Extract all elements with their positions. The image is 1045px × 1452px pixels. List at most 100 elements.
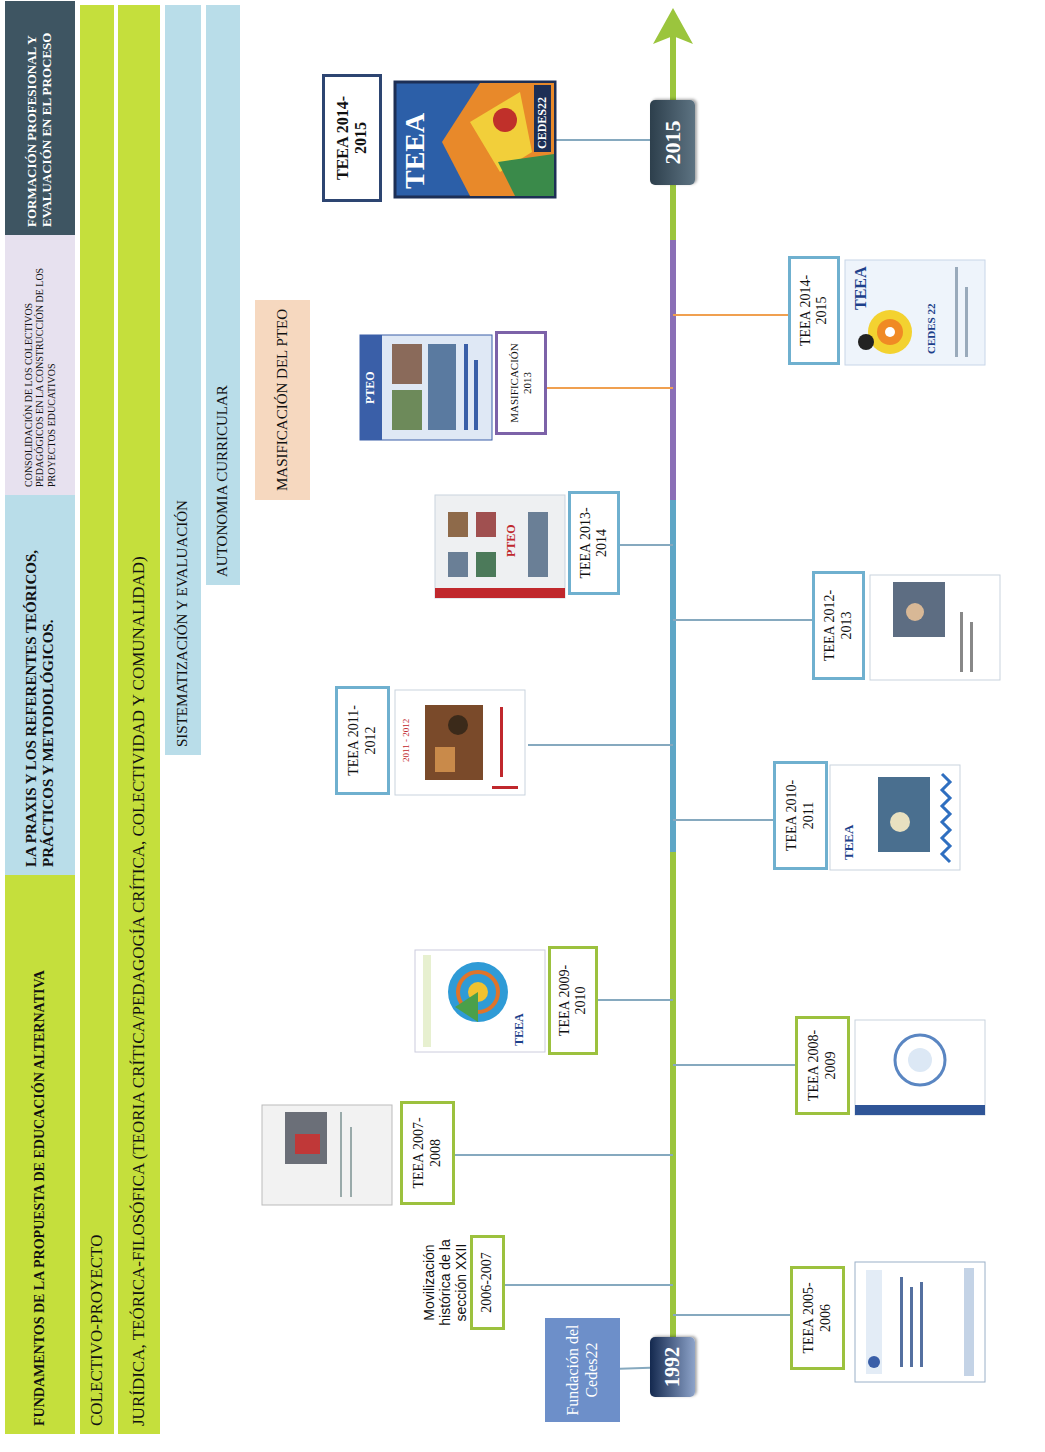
section-band: LA PRAXIS Y LOS REFERENTES TEÓRICOS, PRÁ… xyxy=(5,491,75,875)
cover-detail xyxy=(392,390,422,430)
cover-detail xyxy=(425,705,483,780)
cover-detail xyxy=(455,992,478,1022)
cover-detail xyxy=(895,1035,945,1085)
cover-detail xyxy=(920,1282,923,1367)
box-text: TEEA 2014-2015 xyxy=(798,264,830,357)
box-text: LA PRAXIS Y LOS REFERENTES TEÓRICOS, PRÁ… xyxy=(23,499,58,867)
leader-line xyxy=(673,1314,790,1316)
workshop-box: TEEA 2014-2015 xyxy=(788,256,840,365)
cover-detail xyxy=(360,335,382,440)
timeline-segment xyxy=(670,852,676,1365)
cover-detail xyxy=(448,962,508,1022)
cover-detail xyxy=(877,319,903,345)
cover-detail xyxy=(285,1112,327,1164)
box-text: 1992 xyxy=(661,1347,684,1387)
cover-detail xyxy=(855,1105,985,1115)
connector-line xyxy=(620,1368,650,1369)
box-text: 2015 xyxy=(660,121,685,165)
cover-image xyxy=(855,1020,985,1115)
box-text: MASIFICACIÓN DEL PTEO xyxy=(274,309,291,491)
section-band: CONSOLIDACIÓN DE LOS COLECTIVOS PEDAGÓGI… xyxy=(5,231,75,495)
cover-detail xyxy=(866,1270,882,1374)
leader-line xyxy=(505,1284,673,1286)
timeline-segment xyxy=(670,240,676,500)
cover-text: CEDES22 xyxy=(536,97,549,149)
leader-line xyxy=(528,744,673,746)
cover-detail xyxy=(448,552,468,577)
cover-detail xyxy=(960,612,963,672)
cover-detail xyxy=(858,334,874,350)
cover-text: TEEA xyxy=(400,113,431,189)
cover-detail xyxy=(893,582,945,637)
workshop-box: TEEA 2012-2013 xyxy=(812,571,865,680)
cover-detail xyxy=(392,344,422,384)
cover-image xyxy=(845,260,985,365)
cover-detail xyxy=(448,512,468,537)
cover-detail xyxy=(528,512,548,577)
box-text: CONSOLIDACIÓN DE LOS COLECTIVOS PEDAGÓGI… xyxy=(23,239,58,487)
box-text: 2006-2007 xyxy=(479,1252,495,1313)
cover-detail xyxy=(868,1356,880,1368)
box-text: TEEA 2008-2009 xyxy=(806,1024,838,1107)
box-text: TEEA 2009- 2010 xyxy=(557,954,589,1047)
timeline-arrowhead xyxy=(653,8,693,44)
foundation-band: COLECTIVO-PROYECTO xyxy=(80,5,114,1434)
cover-image xyxy=(870,575,1000,680)
cover-text: PTEO xyxy=(364,371,377,404)
leader-line xyxy=(673,819,773,821)
box-text: TEEA 2014- 2015 xyxy=(334,82,371,194)
box-text: Fundación del Cedes22 xyxy=(564,1324,601,1416)
cover-detail xyxy=(493,108,517,132)
cover-text: PTEO xyxy=(505,524,518,557)
phase-band: AUTONOMIA CURRICULAR xyxy=(206,5,240,585)
cover-detail xyxy=(295,1134,320,1154)
cover-detail xyxy=(442,83,554,196)
cover-detail xyxy=(448,715,468,735)
cover-detail xyxy=(890,812,910,832)
cover-detail xyxy=(498,154,554,196)
foundation-band: JURÍDICA, TEÓRICA-FILOSÓFICA (TEORIA CRÍ… xyxy=(118,5,160,1434)
event-box: Fundación del Cedes22 xyxy=(545,1318,620,1422)
workshop-box: TEEA 2008-2009 xyxy=(795,1016,850,1115)
cover-detail xyxy=(476,512,496,537)
cover-detail xyxy=(910,1287,913,1367)
workshop-box: TEEA 2013-2014 xyxy=(568,491,620,595)
phase-box: MASIFICACIÓN DEL PTEO xyxy=(255,300,310,500)
box-text: TEEA 2010- 2011 xyxy=(784,769,816,862)
leader-line xyxy=(598,999,673,1001)
cover-detail xyxy=(534,85,551,152)
cover-detail xyxy=(476,552,496,577)
cover-detail xyxy=(464,344,468,430)
cover-detail xyxy=(500,707,503,777)
cover-text: 2011 - 2012 xyxy=(402,719,412,762)
cover-image xyxy=(830,765,960,870)
cover-image xyxy=(855,1262,985,1382)
cover-detail xyxy=(423,955,431,1047)
leader-line xyxy=(547,387,673,389)
box-text: TEEA 2005-2006 xyxy=(801,1274,833,1362)
leader-line xyxy=(673,314,788,316)
event-heading: Movilización histórica de la sección XXI… xyxy=(421,1224,469,1341)
cover-text: TEEA xyxy=(842,825,856,860)
box-text: SISTEMATIZACIÓN Y EVALUACIÓN xyxy=(174,500,191,747)
box-text: MASIFICACIÓN 2013 xyxy=(508,339,533,427)
cover-text: CEDES 22 xyxy=(925,304,937,354)
box-text: TEEA 2011- 2012 xyxy=(346,694,378,787)
cover-detail xyxy=(350,1127,352,1197)
workshop-box: TEEA 2014- 2015 xyxy=(322,74,382,202)
cover-detail xyxy=(878,777,930,852)
box-text: AUTONOMIA CURRICULAR xyxy=(214,385,231,577)
cover-image xyxy=(395,690,525,795)
box-text: COLECTIVO-PROYECTO xyxy=(87,1235,107,1426)
cover-detail xyxy=(965,287,968,357)
workshop-box: TEEA 2009- 2010 xyxy=(548,946,598,1055)
cover-detail xyxy=(970,622,973,672)
box-text: FORMACIÓN PROFESIONAL Y EVALUACIÓN EN EL… xyxy=(25,9,55,227)
workshop-box: TEEA 2010- 2011 xyxy=(773,761,828,870)
box-text: FUNDAMENTOS DE LA PROPUESTA DE EDUCACIÓN… xyxy=(32,970,48,1426)
cover-detail xyxy=(906,603,924,621)
box-text: TEEA 2007-2008 xyxy=(411,1109,443,1197)
leader-line xyxy=(620,544,673,546)
workshop-box: TEEA 2005-2006 xyxy=(790,1266,845,1370)
cover-detail xyxy=(474,360,478,430)
